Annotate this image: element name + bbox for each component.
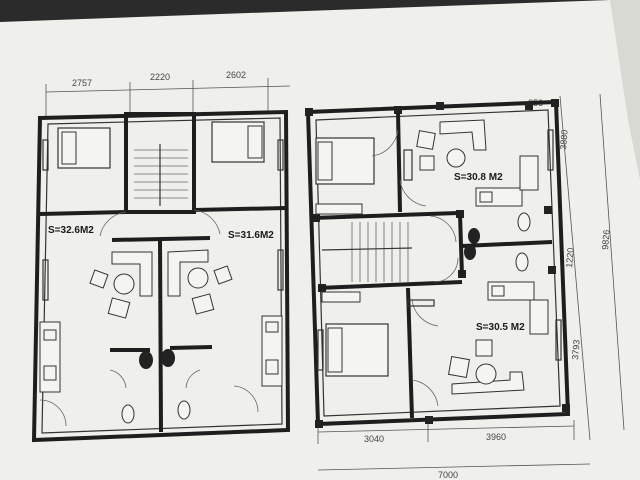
- dim-bottom-overall: 7000: [438, 470, 458, 480]
- dim-bottom-2: 3960: [486, 432, 506, 442]
- area-label-left: S=32.6M2: [48, 225, 94, 236]
- left-outer-wall: [31, 109, 291, 443]
- right-outer-wall: [305, 99, 571, 427]
- area-label-top: S=30.8 M2: [454, 172, 503, 183]
- dim-right-overall: 9826: [600, 229, 612, 250]
- dim-top-3: 2602: [226, 70, 246, 80]
- dim-top-2: 2220: [150, 72, 170, 82]
- dim-right-1: 3880: [558, 129, 570, 150]
- paper-shadow: [610, 0, 640, 180]
- area-label-bottom: S=30.5 M2: [476, 322, 525, 333]
- dim-bottom-1: 3040: [364, 434, 384, 444]
- dim-top-1: 2757: [72, 78, 92, 88]
- dim-right-2: 1220: [564, 247, 576, 268]
- right-floor-plan: 3880 1220 3793 9826 856 3040 3960 7000: [305, 93, 625, 480]
- left-floor-plan: 2757 2220 2602 S=32.6M2 S=3: [31, 70, 291, 443]
- dim-right-3: 3793: [570, 339, 582, 360]
- left-stair: [134, 144, 188, 206]
- right-stair: [321, 222, 413, 282]
- area-label-right: S=31.6M2: [228, 230, 274, 241]
